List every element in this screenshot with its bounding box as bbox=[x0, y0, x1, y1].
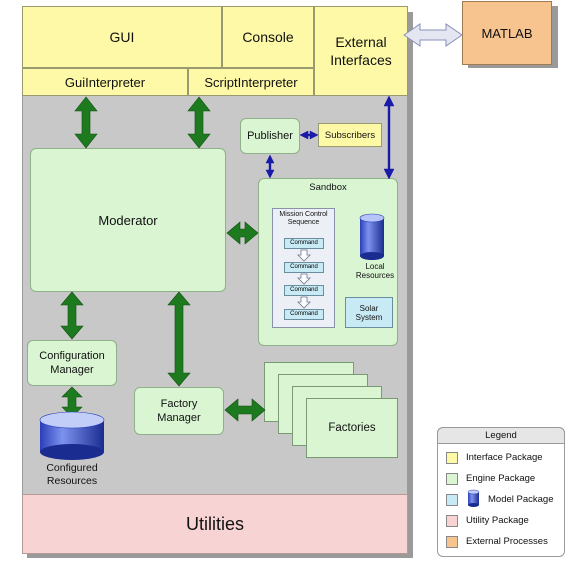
double-arrow bbox=[403, 23, 463, 47]
script-interpreter-label: ScriptInterpreter bbox=[204, 74, 298, 90]
sandbox-label: Sandbox bbox=[309, 182, 347, 193]
subscribers-box: Subscribers bbox=[318, 123, 382, 147]
utilities-label: Utilities bbox=[185, 513, 244, 534]
double-arrow bbox=[265, 154, 275, 164]
publisher-label: Publisher bbox=[247, 130, 293, 142]
command-box: Command bbox=[284, 285, 324, 296]
gui-interpreter-box: GuiInterpreter bbox=[22, 68, 188, 96]
moderator-box: Moderator bbox=[30, 148, 226, 292]
gui-label: GUI bbox=[109, 29, 135, 45]
double-arrow bbox=[299, 130, 309, 140]
double-arrow bbox=[265, 169, 275, 179]
configuration-manager-label: Configuration Manager bbox=[39, 350, 105, 376]
legend-swatch-interface bbox=[446, 452, 458, 464]
legend-swatch-engine bbox=[446, 473, 458, 485]
double-arrow bbox=[187, 96, 211, 149]
script-interpreter-box: ScriptInterpreter bbox=[188, 68, 314, 96]
configured-resources-cylinder-icon bbox=[39, 411, 105, 460]
factory-manager-label: Factory Manager bbox=[157, 398, 201, 424]
console-box: Console bbox=[222, 6, 314, 68]
solar-system-box: Solar System bbox=[345, 297, 393, 328]
legend-box bbox=[437, 427, 565, 557]
console-label: Console bbox=[242, 29, 294, 45]
local-resources-label: Local Resources bbox=[355, 262, 395, 280]
double-arrow bbox=[60, 291, 84, 340]
factory-manager-box: Factory Manager bbox=[134, 387, 224, 435]
gui-box: GUI bbox=[22, 6, 222, 68]
matlab-label: MATLAB bbox=[481, 25, 533, 41]
down-arrow bbox=[297, 249, 311, 262]
legend-item-label: Model Package bbox=[488, 494, 554, 505]
solar-system-label: Solar System bbox=[355, 303, 383, 322]
legend-swatch-model bbox=[446, 494, 458, 506]
legend-item-label: External Processes bbox=[466, 536, 548, 547]
mission-control-sequence-label: Mission Control Sequence bbox=[279, 211, 328, 226]
command-box: Command bbox=[284, 238, 324, 249]
double-arrow bbox=[226, 221, 259, 245]
double-arrow bbox=[224, 398, 266, 422]
configuration-manager-box: Configuration Manager bbox=[27, 340, 117, 386]
utilities-box: Utilities bbox=[22, 494, 408, 554]
command-box: Command bbox=[284, 309, 324, 320]
gui-interpreter-label: GuiInterpreter bbox=[64, 74, 146, 90]
legend-title-bar: Legend bbox=[437, 427, 565, 444]
double-arrow bbox=[383, 168, 395, 180]
legend-title: Legend bbox=[485, 430, 517, 441]
double-arrow bbox=[383, 95, 395, 107]
matlab-box: MATLAB bbox=[462, 1, 552, 65]
legend-swatch-utility bbox=[446, 515, 458, 527]
legend-item-label: Utility Package bbox=[466, 515, 529, 526]
factories-label: Factories bbox=[328, 422, 376, 434]
down-arrow bbox=[297, 296, 311, 309]
subscribers-label: Subscribers bbox=[324, 129, 376, 141]
double-arrow bbox=[74, 96, 98, 149]
legend-swatch-external bbox=[446, 536, 458, 548]
legend-item-label: Engine Package bbox=[466, 473, 536, 484]
factories-box: Factories bbox=[306, 398, 398, 458]
double-arrow bbox=[167, 291, 191, 387]
double-arrow bbox=[309, 130, 319, 140]
configured-resources-label: Configured Resources bbox=[46, 462, 98, 487]
legend-item-label: Interface Package bbox=[466, 452, 543, 463]
local-resources-cylinder-icon bbox=[359, 213, 385, 260]
down-arrow bbox=[297, 273, 311, 285]
publisher-box: Publisher bbox=[240, 118, 300, 154]
moderator-label: Moderator bbox=[98, 212, 158, 228]
command-box: Command bbox=[284, 262, 324, 273]
external-interfaces-box: External Interfaces bbox=[314, 6, 408, 96]
external-interfaces-label: External Interfaces bbox=[330, 34, 392, 68]
legend-model-cylinder-icon bbox=[467, 489, 480, 507]
